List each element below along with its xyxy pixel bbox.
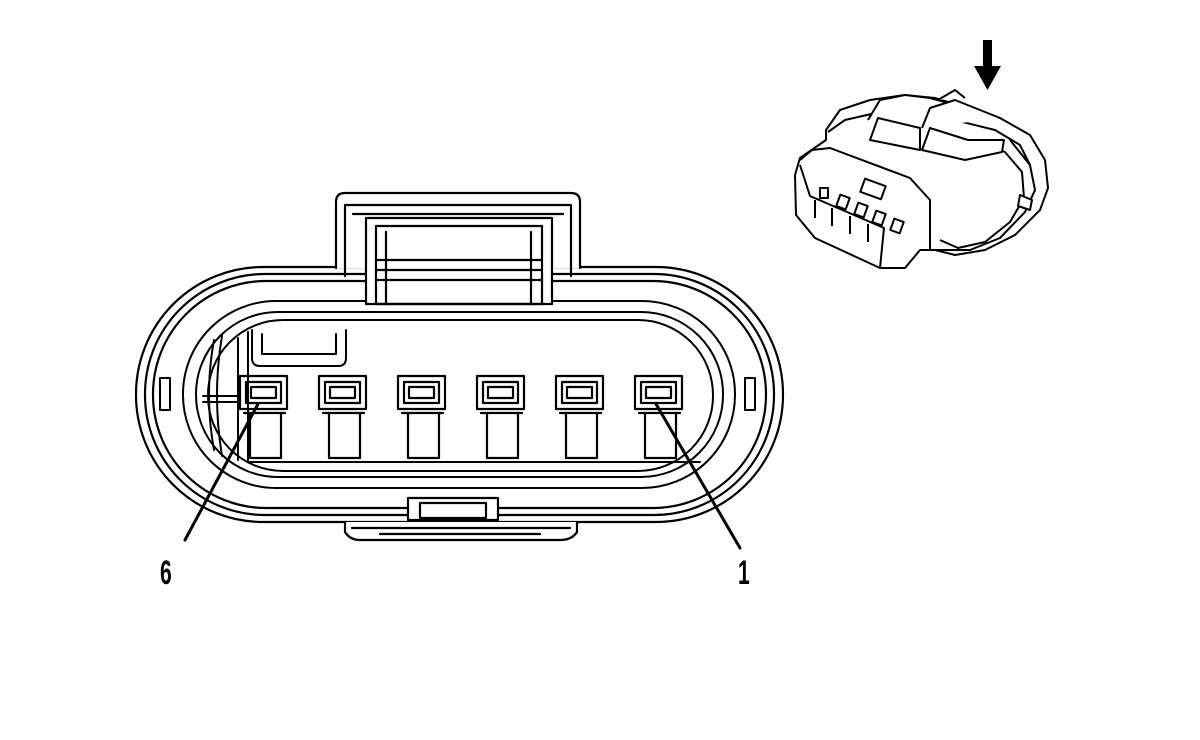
terminal-cavity bbox=[475, 374, 526, 460]
leader-line-pin-6 bbox=[183, 402, 260, 542]
leader-lines bbox=[183, 402, 742, 550]
down-arrow-icon bbox=[974, 40, 1001, 90]
terminal-cavities bbox=[238, 374, 684, 460]
connector-3d-view-icon bbox=[794, 89, 1049, 269]
top-latch bbox=[334, 191, 582, 306]
leader-line-pin-1 bbox=[654, 402, 742, 550]
terminal-cavity bbox=[317, 374, 368, 460]
pin-label-6: 6 bbox=[160, 554, 172, 592]
terminal-cavity bbox=[554, 374, 605, 460]
key-slot bbox=[251, 329, 347, 367]
bottom-tab bbox=[343, 496, 579, 542]
side-notches bbox=[159, 377, 756, 411]
terminal-cavity bbox=[396, 374, 447, 460]
terminal-cavity bbox=[633, 374, 684, 460]
terminal-cavity bbox=[238, 374, 289, 460]
housing-outer-ring bbox=[134, 265, 785, 524]
housing-inner-ring bbox=[182, 300, 736, 489]
polarization-rib bbox=[202, 331, 249, 463]
pin-label-1: 1 bbox=[738, 554, 750, 592]
